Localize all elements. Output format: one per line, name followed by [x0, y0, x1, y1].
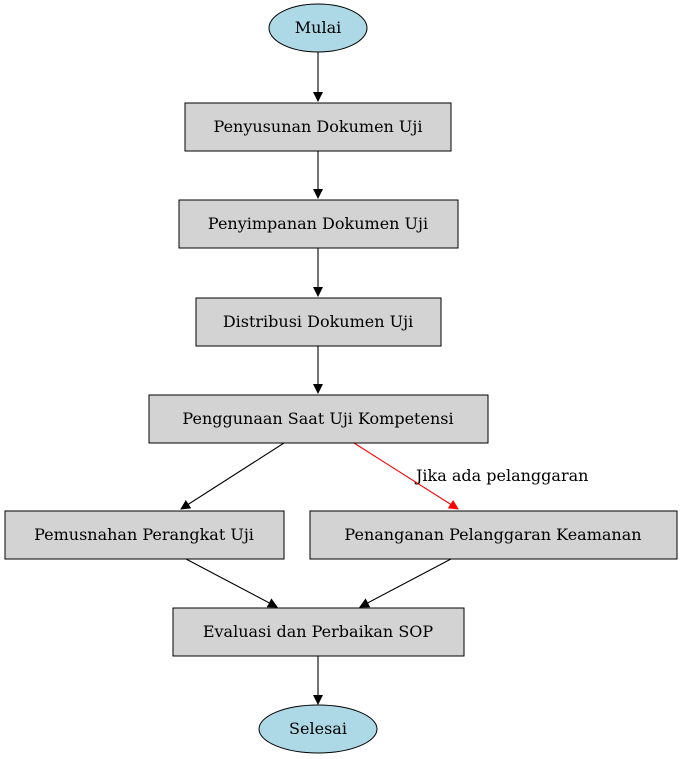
- node-label-penyusunan: Penyusunan Dokumen Uji: [214, 117, 423, 136]
- node-label-end: Selesai: [289, 719, 347, 738]
- node-penyusunan: Penyusunan Dokumen Uji: [184, 102, 452, 152]
- process-box: [172, 607, 465, 657]
- process-box: [178, 199, 459, 249]
- process-box: [148, 394, 489, 444]
- node-label-penyimpanan: Penyimpanan Dokumen Uji: [208, 214, 428, 233]
- terminal-shape: [268, 3, 368, 53]
- edge-pemusnahan-evaluasi: [185, 558, 278, 608]
- process-box: [4, 510, 285, 560]
- node-evaluasi: Evaluasi dan Perbaikan SOP: [172, 607, 465, 657]
- node-distribusi: Distribusi Dokumen Uji: [195, 297, 442, 347]
- node-label-distribusi: Distribusi Dokumen Uji: [223, 312, 413, 331]
- edge-label-violation: Jika ada pelanggaran: [414, 466, 588, 485]
- process-box: [184, 102, 452, 152]
- process-box: [309, 510, 678, 560]
- node-start: Mulai: [268, 3, 368, 53]
- edge-penanganan-evaluasi: [359, 558, 452, 608]
- node-pemusnahan: Pemusnahan Perangkat Uji: [4, 510, 285, 560]
- edges: [180, 52, 459, 705]
- edge-penggunaan-pemusnahan: [180, 442, 285, 510]
- node-label-start: Mulai: [295, 18, 341, 37]
- node-end: Selesai: [258, 704, 378, 754]
- node-penyimpanan: Penyimpanan Dokumen Uji: [178, 199, 459, 249]
- process-box: [195, 297, 442, 347]
- node-label-pemusnahan: Pemusnahan Perangkat Uji: [34, 525, 254, 544]
- node-penanganan: Penanganan Pelanggaran Keamanan: [309, 510, 678, 560]
- node-penggunaan: Penggunaan Saat Uji Kompetensi: [148, 394, 489, 444]
- node-label-penggunaan: Penggunaan Saat Uji Kompetensi: [182, 409, 453, 428]
- edge-penggunaan-penanganan: [353, 442, 459, 510]
- node-label-evaluasi: Evaluasi dan Perbaikan SOP: [203, 622, 434, 641]
- node-label-penanganan: Penanganan Pelanggaran Keamanan: [344, 525, 641, 544]
- terminal-shape: [258, 704, 378, 754]
